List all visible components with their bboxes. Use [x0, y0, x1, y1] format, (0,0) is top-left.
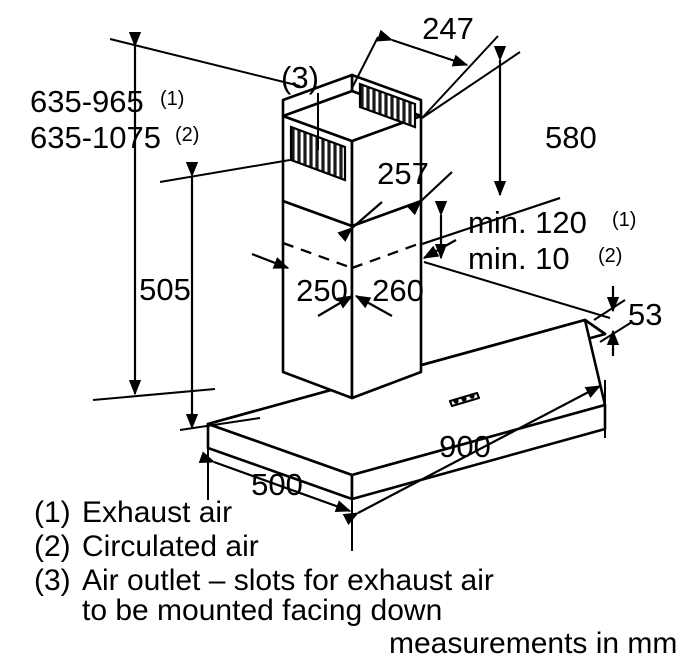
dim-ext-line-bottom [92, 388, 216, 401]
legend-item-3-text: Air outlet – slots for exhaust air [82, 564, 494, 597]
dim-label-min-120: min. 120 [468, 205, 587, 240]
dim-label-height-circulated-ref: (2) [175, 124, 199, 146]
legend: (1) Exhaust air (2) Circulated air (3) A… [34, 496, 494, 627]
dim-label-min-120-ref: (1) [612, 209, 636, 231]
dimension-canopy-width: 900 [342, 380, 606, 551]
dimension-lower-chimney-widths: 250 260 [251, 239, 457, 317]
control-button-icon[interactable] [461, 396, 467, 402]
dim-ext-line-580-top [421, 51, 521, 119]
dim-label-900: 900 [439, 429, 491, 464]
legend-item-1-text: Exhaust air [82, 496, 232, 529]
dim-label-500: 500 [251, 467, 303, 502]
lower-chimney [281, 199, 423, 400]
control-button-icon[interactable] [453, 398, 459, 404]
dim-arrow-250-outer [251, 252, 290, 270]
dim-ext-line-505-top [159, 159, 291, 183]
dimension-min-clearance: min. 120 (1) min. 10 (2) [421, 197, 636, 319]
dimension-chimney-top-depth: 247 [351, 11, 499, 119]
dim-ext-line-247-left [351, 36, 379, 89]
dim-label-height-exhaust-ref: (1) [160, 88, 184, 110]
measurement-units-note: measurements in mm [389, 627, 677, 660]
legend-item-2-marker: (2) [34, 530, 71, 563]
dimension-upper-chimney-height: 580 [421, 45, 597, 245]
dim-arrow-260-inner [354, 295, 393, 317]
dim-label-53: 53 [628, 297, 662, 332]
dimension-lower-chimney-height: 505 [139, 159, 291, 431]
dim-line-247 [376, 29, 469, 67]
dim-label-257: 257 [377, 156, 429, 191]
dim-label-height-circulated: 635-1075 [30, 120, 161, 155]
legend-item-3-continuation: to be mounted facing down [82, 594, 442, 627]
dimension-total-height: 635-965 (1) 635-1075 (2) [30, 31, 301, 401]
dimension-canopy-depth: 500 [198, 430, 353, 551]
air-outlet-slot-frame-left [289, 125, 347, 182]
lower-chimney-hidden-edge-right [351, 241, 422, 270]
dim-line-500 [198, 451, 352, 513]
dim-arrow-250-inner [317, 295, 354, 317]
legend-item-3-marker: (3) [34, 564, 71, 597]
control-button-icon[interactable] [469, 393, 475, 399]
dim-label-min-10-ref: (2) [598, 245, 622, 267]
dim-ext-line-min-bottom [423, 261, 611, 319]
dim-line-900 [342, 385, 602, 526]
dim-label-260: 260 [372, 273, 424, 308]
legend-item-2-text: Circulated air [82, 530, 259, 563]
dim-ext-line-247-right [421, 35, 499, 119]
air-outlet-slot-frame-top [358, 82, 417, 129]
lower-chimney-hidden-edge-left [282, 241, 353, 270]
dim-label-min-10: min. 10 [468, 241, 570, 276]
dimension-canopy-thickness: 53 [593, 286, 662, 356]
dim-label-505: 505 [139, 272, 191, 307]
callout-air-outlet: (3) [281, 60, 319, 150]
legend-item-1-marker: (1) [34, 496, 71, 529]
dim-ext-line-top [109, 38, 301, 87]
dim-label-247: 247 [422, 11, 474, 46]
dimension-upper-chimney-width: 257 [337, 156, 453, 242]
dim-label-height-exhaust: 635-965 [30, 84, 144, 119]
dim-arrow-257-right [406, 171, 453, 216]
dim-label-580: 580 [545, 120, 597, 155]
dim-label-250: 250 [296, 273, 348, 308]
callout-air-outlet-label: (3) [281, 60, 319, 95]
dim-arrow-257-left [337, 201, 383, 242]
